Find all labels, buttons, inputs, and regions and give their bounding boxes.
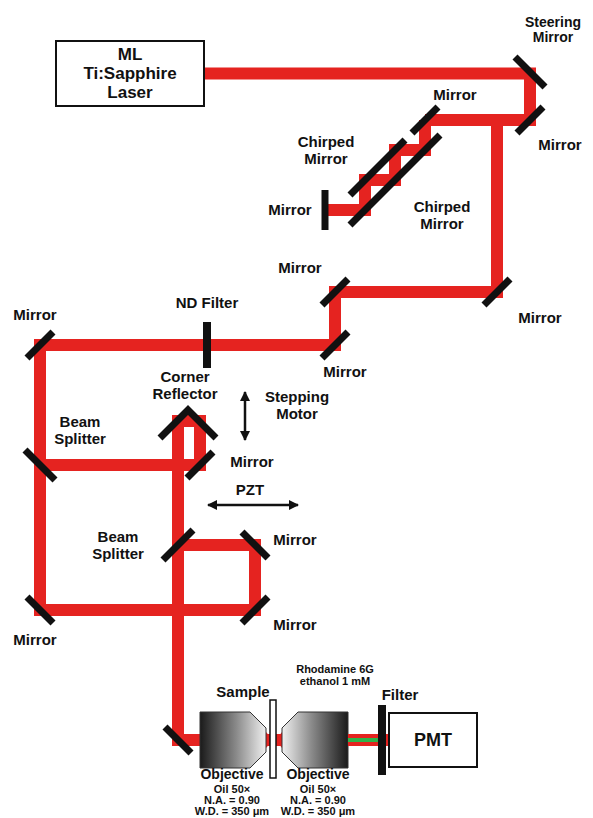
component-label: Mirror — [323, 364, 366, 381]
component-label: Mirror — [13, 307, 56, 324]
component-label: Chirped Mirror — [294, 134, 359, 167]
component-label: Beam Splitter — [88, 529, 148, 562]
corner-reflector — [160, 410, 216, 438]
component-label: ND Filter — [176, 295, 239, 312]
component-label: Sample — [216, 684, 269, 701]
component-label: Mirror — [433, 87, 476, 104]
stepping-motor-arrow — [244, 392, 247, 440]
component-label: Objective — [286, 767, 349, 782]
component-label: Mirror — [230, 454, 273, 471]
component-label: Oil 50× — [300, 783, 336, 795]
component-label: Stepping Motor — [262, 389, 332, 422]
fluorescence-beam — [348, 738, 378, 742]
component-label: Corner Reflector — [145, 369, 225, 402]
component-label: W.D. = 350 μm — [281, 805, 355, 817]
pzt-arrow — [208, 504, 298, 507]
detector-box: PMT — [388, 712, 478, 768]
component-label: Oil 50× — [214, 783, 250, 795]
sample-plate — [270, 700, 276, 778]
component-label: Mirror — [13, 632, 56, 649]
component-label: Mirror — [518, 310, 561, 327]
component-label: Mirror — [273, 532, 316, 549]
component-label: PZT — [236, 482, 264, 499]
objective-lens — [282, 712, 348, 768]
component-label: Rhodamine 6G ethanol 1 mM — [292, 663, 378, 687]
nd-filter — [203, 322, 211, 368]
filter — [378, 705, 386, 775]
box-text: PMT — [414, 730, 452, 750]
component-label: Mirror — [278, 260, 321, 277]
component-label: Mirror — [273, 617, 316, 634]
component-label: Chirped Mirror — [410, 199, 475, 232]
component-label: Steering Mirror — [518, 15, 588, 46]
laser-beam — [40, 120, 530, 545]
component-label: Mirror — [268, 202, 311, 219]
output-beam — [348, 734, 378, 746]
component-label: Beam Splitter — [50, 414, 110, 447]
laser-box: ML Ti:Sapphire Laser — [55, 40, 205, 107]
component-label: Mirror — [538, 137, 581, 154]
component-label: N.A. = 0.90 — [290, 794, 346, 806]
laser-beam — [40, 74, 530, 740]
objective-lens — [200, 712, 266, 768]
box-text: ML Ti:Sapphire Laser — [75, 45, 185, 102]
component-label: Objective — [200, 767, 263, 782]
mirror — [25, 57, 545, 753]
component-label: W.D. = 350 μm — [195, 805, 269, 817]
component-label: N.A. = 0.90 — [204, 794, 260, 806]
component-label: Filter — [382, 687, 419, 704]
